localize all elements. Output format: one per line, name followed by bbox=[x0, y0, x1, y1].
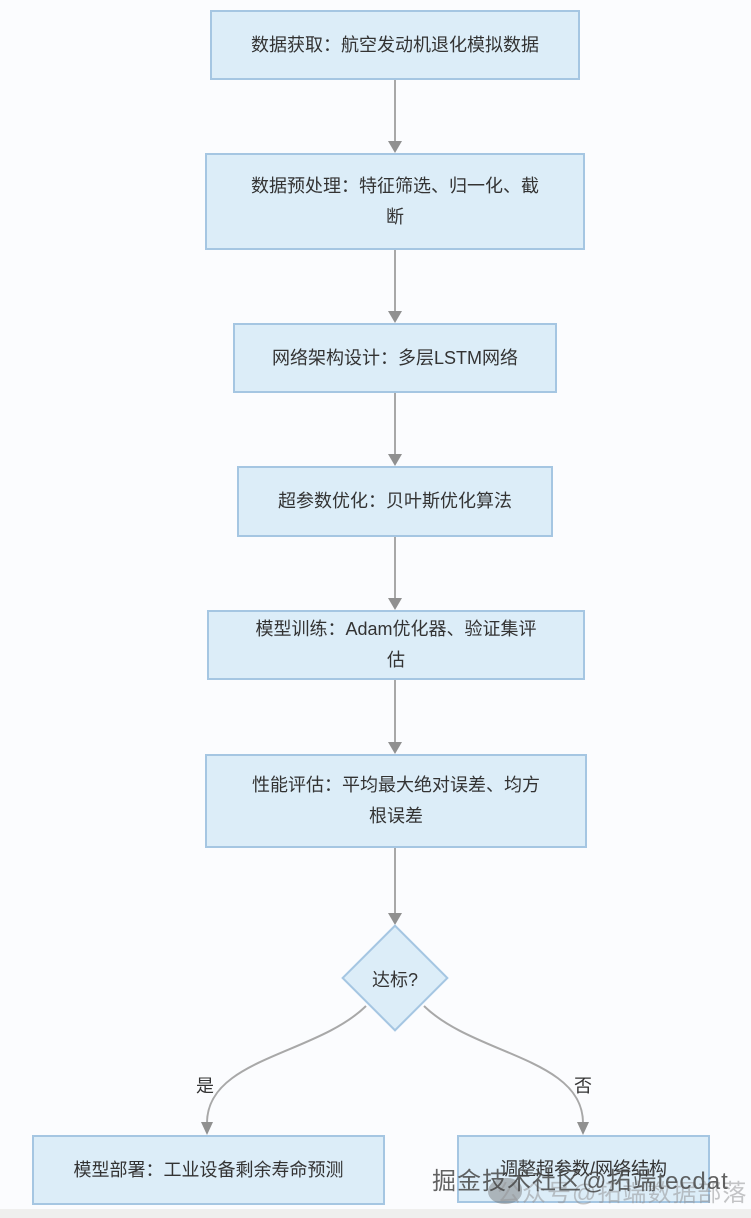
juejin-logo-icon bbox=[488, 1178, 522, 1204]
node-adjustment: 调整超参数/网络结构 bbox=[457, 1135, 710, 1203]
node-label: 性能评估：平均最大绝对误差、均方根误差 bbox=[252, 775, 540, 826]
node-label: 数据获取：航空发动机退化模拟数据 bbox=[251, 34, 539, 55]
node-deployment: 模型部署：工业设备剩余寿命预测 bbox=[32, 1135, 385, 1205]
arrow-down-icon bbox=[388, 742, 402, 754]
bottom-strip bbox=[0, 1209, 751, 1218]
arrow-down-icon bbox=[388, 598, 402, 610]
node-label: 网络架构设计：多层LSTM网络 bbox=[271, 347, 518, 368]
node-data-acquisition: 数据获取：航空发动机退化模拟数据 bbox=[210, 10, 580, 80]
arrow-down-icon bbox=[388, 311, 402, 323]
node-preprocessing: 数据预处理：特征筛选、归一化、截断 bbox=[205, 153, 585, 250]
node-label: 模型训练：Adam优化器、验证集评估 bbox=[255, 619, 537, 670]
node-training: 模型训练：Adam优化器、验证集评估 bbox=[207, 610, 585, 680]
node-label: 模型部署：工业设备剩余寿命预测 bbox=[73, 1159, 344, 1180]
arrow-down-icon bbox=[201, 1122, 213, 1135]
decision-diamond-label: 达标? bbox=[371, 970, 418, 990]
node-label: 超参数优化：贝叶斯优化算法 bbox=[278, 491, 512, 512]
arrow-down-icon bbox=[388, 913, 402, 925]
connector-curve-no bbox=[423, 1005, 584, 1124]
node-hyperparameter-optimization: 超参数优化：贝叶斯优化算法 bbox=[237, 466, 553, 537]
watermark-juejin: 掘金技术社区@拓端tecdat bbox=[432, 1168, 729, 1195]
node-architecture: 网络架构设计：多层LSTM网络 bbox=[233, 323, 557, 393]
edge-label-yes: 是 bbox=[196, 1076, 214, 1096]
arrow-down-icon bbox=[577, 1122, 589, 1135]
connector-curve-yes bbox=[206, 1005, 367, 1124]
watermark-wechat: 公众号@拓端数据部落 bbox=[497, 1180, 748, 1207]
arrow-down-icon bbox=[388, 141, 402, 153]
arrow-down-icon bbox=[388, 454, 402, 466]
node-label: 调整超参数/网络结构 bbox=[499, 1158, 667, 1179]
node-evaluation: 性能评估：平均最大绝对误差、均方根误差 bbox=[205, 754, 587, 848]
node-label: 数据预处理：特征筛选、归一化、截断 bbox=[251, 175, 539, 227]
edge-label-no: 否 bbox=[574, 1076, 592, 1096]
